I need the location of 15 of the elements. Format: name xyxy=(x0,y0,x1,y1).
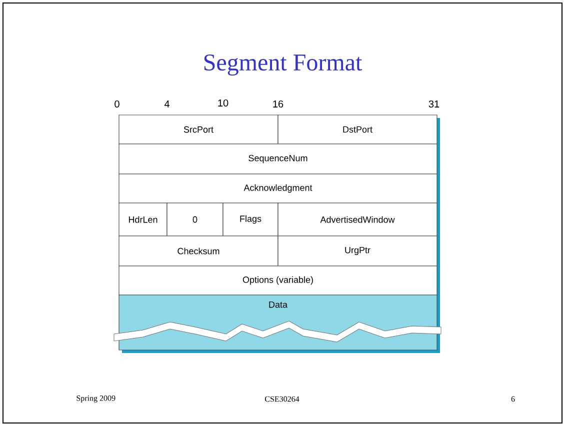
bit-number: 16 xyxy=(273,100,284,108)
field-box: DstPort xyxy=(278,114,438,144)
field-box: Flags xyxy=(222,202,278,236)
field-box: UrgPtr xyxy=(278,236,438,266)
bit-number: 31 xyxy=(428,100,440,108)
field-box: SrcPort xyxy=(118,114,278,144)
bit-number: 0 xyxy=(114,100,120,108)
slide-title: Segment Format xyxy=(204,54,362,76)
footer-text: 6 xyxy=(511,396,515,402)
data-box: Data xyxy=(114,294,442,350)
field-box: Options (variable) xyxy=(118,266,438,296)
footer-text: CSE30264 xyxy=(265,396,300,402)
field-box: HdrLen xyxy=(118,202,168,236)
field-box: 0 xyxy=(166,202,224,236)
footer-text: Spring 2009 xyxy=(76,395,116,403)
